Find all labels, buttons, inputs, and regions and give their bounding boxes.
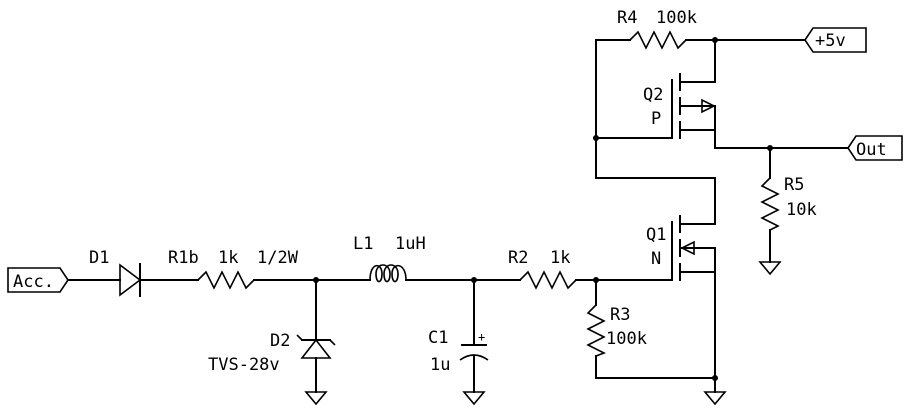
l1-inductor — [369, 264, 407, 283]
c1-value: 1u — [430, 355, 450, 375]
r2-resistor — [519, 270, 577, 290]
junction-dot — [712, 37, 718, 43]
r5-value: 10k — [786, 200, 817, 220]
ground-symbol — [462, 391, 486, 406]
junction-dot — [712, 375, 718, 381]
d1-diode — [119, 263, 142, 297]
acc-port-label: Acc. — [13, 272, 54, 292]
q1-nmos — [671, 215, 716, 281]
c1-polarity: + — [478, 330, 485, 344]
r3-ref: R3 — [610, 305, 630, 325]
q2-type: P — [651, 109, 661, 129]
r1b-ref: R1b — [168, 248, 199, 268]
r5-ref: R5 — [784, 175, 804, 195]
q1-type: N — [651, 249, 661, 269]
q1-ref: Q1 — [646, 225, 666, 245]
out-port: Out — [847, 135, 903, 161]
q2-pmos — [671, 73, 716, 139]
d2-value: TVS-28v — [208, 355, 280, 375]
plus5v-port-label: +5v — [815, 31, 846, 51]
r1b-value: 1k — [218, 248, 238, 268]
out-port-label: Out — [856, 140, 887, 160]
c1-ref: C1 — [428, 328, 448, 348]
d2-ref: D2 — [270, 331, 290, 351]
ground-symbol — [758, 261, 782, 276]
r1b-rating: 1/2W — [257, 248, 299, 268]
r3-value: 100k — [606, 329, 647, 349]
l1-value: 1uH — [395, 234, 426, 254]
r3-resistor — [586, 304, 606, 357]
q2-ref: Q2 — [643, 85, 663, 105]
r1b-resistor — [197, 270, 255, 290]
d1-ref: D1 — [89, 248, 109, 268]
r5-resistor — [760, 177, 780, 231]
r4-resistor — [629, 30, 687, 50]
acc-port: Acc. — [7, 267, 69, 293]
r4-ref: R4 — [617, 8, 637, 28]
plus5v-port: +5v — [804, 27, 867, 53]
ground-symbol — [703, 391, 727, 406]
r2-ref: R2 — [508, 248, 528, 268]
r4-value: 100k — [656, 8, 697, 28]
ground-symbol — [304, 391, 328, 406]
r2-value: 1k — [550, 248, 570, 268]
l1-ref: L1 — [353, 234, 373, 254]
